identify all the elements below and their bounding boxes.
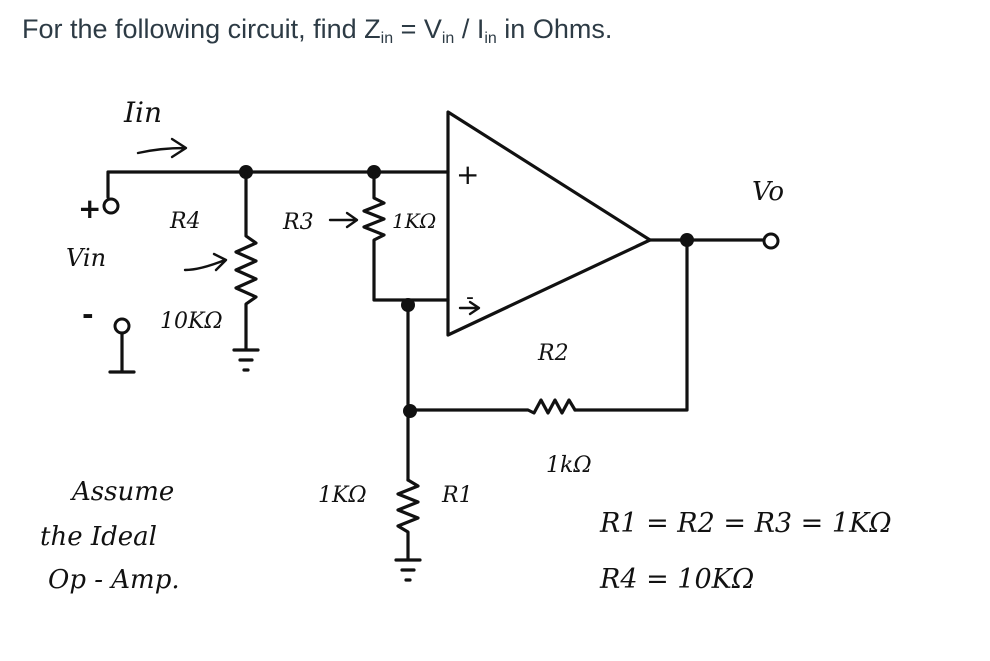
v-subscript: in [441,30,455,47]
vin-minus-sign: - [82,298,94,331]
r2-value: 1kΩ [546,453,592,478]
question-slash: / I [454,14,485,44]
top-wire [106,170,450,199]
r2-name: R2 [537,341,569,366]
r1-name: R1 [441,483,473,508]
note-line-1: Assume [70,477,174,507]
opamp-triangle [446,110,652,337]
note-line-2: the Ideal [40,522,157,552]
r3-value: 1KΩ [392,209,436,233]
r4-arrow [183,252,228,272]
r4-resistor [232,170,260,372]
question-prefix: For the following circuit, find Z [22,14,381,44]
junction-feedback [403,404,417,418]
opamp-minus-sign: - [466,285,474,310]
vo-label: Vo [752,177,784,207]
r2-resistor [406,398,577,415]
equation-2: R4 = 10KΩ [599,564,754,595]
question-text: For the following circuit, find Zin = Vi… [22,14,612,48]
r1-resistor [394,478,422,582]
feedback-wire [573,238,689,412]
i-subscript: in [484,30,497,47]
iin-arrow [136,137,188,159]
note-line-3: Op - Amp. [48,565,180,595]
r4-value: 10KΩ [160,309,223,334]
z-subscript: in [380,30,394,47]
opamp-minus-tick [458,300,481,316]
vin-minus-lead [108,331,136,374]
vo-terminal [762,232,780,250]
r1-value: 1KΩ [318,483,367,508]
vin-minus-terminal [113,317,131,335]
equation-1: R1 = R2 = R3 = 1KΩ [599,508,892,539]
r3-arrow [328,211,359,229]
r3-resistor [362,170,410,302]
question-eq: = V [393,14,442,44]
question-suffix: in Ohms. [496,14,613,44]
r3-name: R3 [282,210,314,235]
vin-plus-terminal [102,197,120,215]
iin-label: Iin [123,96,162,129]
r4-name: R4 [169,209,201,234]
vin-plus-sign: + [78,192,101,225]
opamp-plus-sign: + [456,158,479,191]
vin-label: Vin [66,244,106,272]
